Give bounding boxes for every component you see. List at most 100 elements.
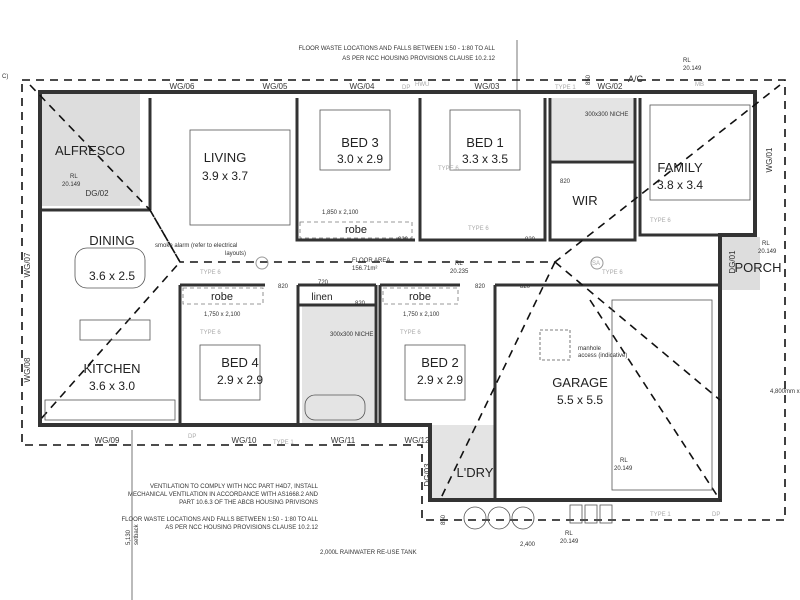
window-wg04: WG/04 bbox=[350, 82, 375, 91]
robe-bed3 bbox=[299, 221, 413, 239]
dim-tank-height: 850 bbox=[441, 514, 447, 525]
window-wg11: WG/11 bbox=[331, 436, 356, 445]
rl-floor: 20.235 bbox=[450, 269, 469, 275]
note-top-1: FLOOR WASTE LOCATIONS AND FALLS BETWEEN … bbox=[298, 46, 495, 52]
vent-note-3: PART 10.6.3 OF THE ABCB HOUSING PRIVISON… bbox=[179, 500, 318, 506]
type-tag: TYPE 6 bbox=[438, 166, 459, 172]
room-bed2-size: 2.9 x 2.9 bbox=[417, 373, 463, 387]
type-tag: TYPE 6 bbox=[602, 270, 623, 276]
roof-lines bbox=[29, 84, 781, 501]
door-dim: 820 bbox=[278, 284, 289, 290]
robe-dim-bed4: 1,750 x 2,100 bbox=[204, 312, 241, 318]
type-tag: TYPE 6 bbox=[200, 270, 221, 276]
door-dg02: DG/02 bbox=[85, 189, 109, 198]
robe-dim-bed3: 1,850 x 2,100 bbox=[322, 210, 359, 216]
window-wg01: WG/01 bbox=[765, 147, 774, 172]
window-wg05: WG/05 bbox=[263, 82, 288, 91]
sa-tag: SA bbox=[592, 261, 600, 267]
rl-porch-label: RL bbox=[762, 241, 770, 247]
rl-top-label: RL bbox=[683, 58, 691, 64]
room-bed4-size: 2.9 x 2.9 bbox=[217, 373, 263, 387]
rl-garage: 20.149 bbox=[614, 466, 633, 472]
room-laundry: L'DRY bbox=[457, 465, 494, 480]
dim-tank-width: 2,400 bbox=[520, 542, 536, 548]
rl-top: 20.149 bbox=[683, 66, 702, 72]
furniture bbox=[44, 104, 751, 530]
room-bed1-size: 3.3 x 3.5 bbox=[462, 152, 508, 166]
room-garage: GARAGE bbox=[552, 375, 608, 390]
dim-right: 4,800mm x bbox=[770, 389, 800, 395]
window-wg06: WG/06 bbox=[170, 82, 195, 91]
floor-area-value: 156.71m² bbox=[352, 266, 377, 272]
vent-note-2: MECHANICAL VENTILATION IN ACCORDANCE WIT… bbox=[128, 492, 319, 498]
type-tag: TYPE 6 bbox=[468, 226, 489, 232]
window-wg03: WG/03 bbox=[475, 82, 500, 91]
window-wg08: WG/08 bbox=[23, 357, 32, 382]
room-porch: PORCH bbox=[735, 260, 782, 275]
smoke-alarm-icon bbox=[255, 256, 269, 270]
type-tag: TYPE 6 bbox=[650, 218, 671, 224]
door-dim: 820 bbox=[398, 237, 409, 243]
window-wg10: WG/10 bbox=[232, 436, 257, 445]
rl-garage-label: RL bbox=[620, 458, 628, 464]
setback-label: setback bbox=[134, 523, 140, 545]
window-wg07: WG/07 bbox=[23, 252, 32, 277]
smoke-alarm-icon bbox=[590, 256, 604, 270]
rl-alfresco: 20.149 bbox=[62, 182, 81, 188]
room-family-size: 3.8 x 3.4 bbox=[657, 178, 703, 192]
linen-label: linen bbox=[311, 292, 332, 303]
smoke-note-2: layouts) bbox=[225, 251, 246, 257]
alfresco-area bbox=[42, 94, 140, 206]
room-bed1: BED 1 bbox=[466, 135, 504, 150]
note-top-2: AS PER NCC HOUSING PROVISIONS CLAUSE 10.… bbox=[342, 56, 495, 62]
door-dg01: DG/01 bbox=[728, 250, 737, 274]
door-dim: 820 bbox=[355, 301, 366, 307]
rl-tank: 20.149 bbox=[560, 539, 579, 545]
bathroom-area bbox=[302, 305, 374, 423]
porch-area bbox=[722, 237, 760, 290]
robe-bed4 bbox=[182, 287, 264, 305]
door-dim: 820 bbox=[475, 284, 486, 290]
window-wg12: WG/12 bbox=[405, 436, 430, 445]
floor-waste-note-2: AS PER NCC HOUSING PROVISIONS CLAUSE 10.… bbox=[165, 525, 318, 531]
tank-note: 2,000L RAINWATER RE-USE TANK bbox=[320, 550, 417, 556]
vent-note-1: VENTILATION TO COMPLY WITH NCC PART H4D7… bbox=[150, 484, 319, 490]
type-tag: TYPE 1 bbox=[650, 512, 671, 518]
dim-ac: 850 bbox=[586, 74, 592, 85]
floor-waste-note-1: FLOOR WASTE LOCATIONS AND FALLS BETWEEN … bbox=[121, 517, 318, 523]
edge-label: C) bbox=[2, 74, 8, 80]
external-walls bbox=[38, 90, 757, 502]
door-dim: 820 bbox=[560, 179, 571, 185]
manhole-note-2: access (indicative) bbox=[578, 353, 627, 359]
ac-label: A/C bbox=[628, 74, 644, 84]
robe-bed2 bbox=[382, 287, 459, 305]
ensuite-area bbox=[552, 98, 634, 160]
internal-walls bbox=[40, 98, 720, 500]
door-dim: 820 bbox=[525, 237, 536, 243]
dp-tag: DP bbox=[712, 512, 720, 518]
room-wir: WIR bbox=[572, 193, 597, 208]
room-bed4: BED 4 bbox=[221, 355, 259, 370]
rl-porch: 20.149 bbox=[758, 249, 777, 255]
room-bed3: BED 3 bbox=[341, 135, 379, 150]
robe-label-bed2: robe bbox=[409, 291, 431, 303]
manhole-note-1: manhole bbox=[578, 346, 602, 352]
type-tag: TYPE 1 bbox=[273, 440, 294, 446]
robe-dim-bed2: 1,750 x 2,100 bbox=[403, 312, 440, 318]
room-garage-size: 5.5 x 5.5 bbox=[557, 393, 603, 407]
room-kitchen: KITCHEN bbox=[83, 361, 140, 376]
type-tag: TYPE 1 bbox=[555, 85, 576, 91]
niche-note-bath: 300x300 NICHE bbox=[330, 332, 373, 338]
room-bed3-size: 3.0 x 2.9 bbox=[337, 152, 383, 166]
room-alfresco: ALFRESCO bbox=[55, 143, 125, 158]
hwu-label: HWU bbox=[415, 82, 429, 88]
room-kitchen-size: 3.6 x 3.0 bbox=[89, 379, 135, 393]
slab-outline bbox=[21, 79, 786, 521]
setback-dim: 5,130 bbox=[126, 529, 132, 545]
door-dim: 820 bbox=[520, 284, 531, 290]
door-dg03: DG/03 bbox=[423, 463, 432, 487]
robe-label-bed3: robe bbox=[345, 224, 367, 236]
room-bed2: BED 2 bbox=[421, 355, 459, 370]
type-tag: TYPE 6 bbox=[400, 330, 421, 336]
